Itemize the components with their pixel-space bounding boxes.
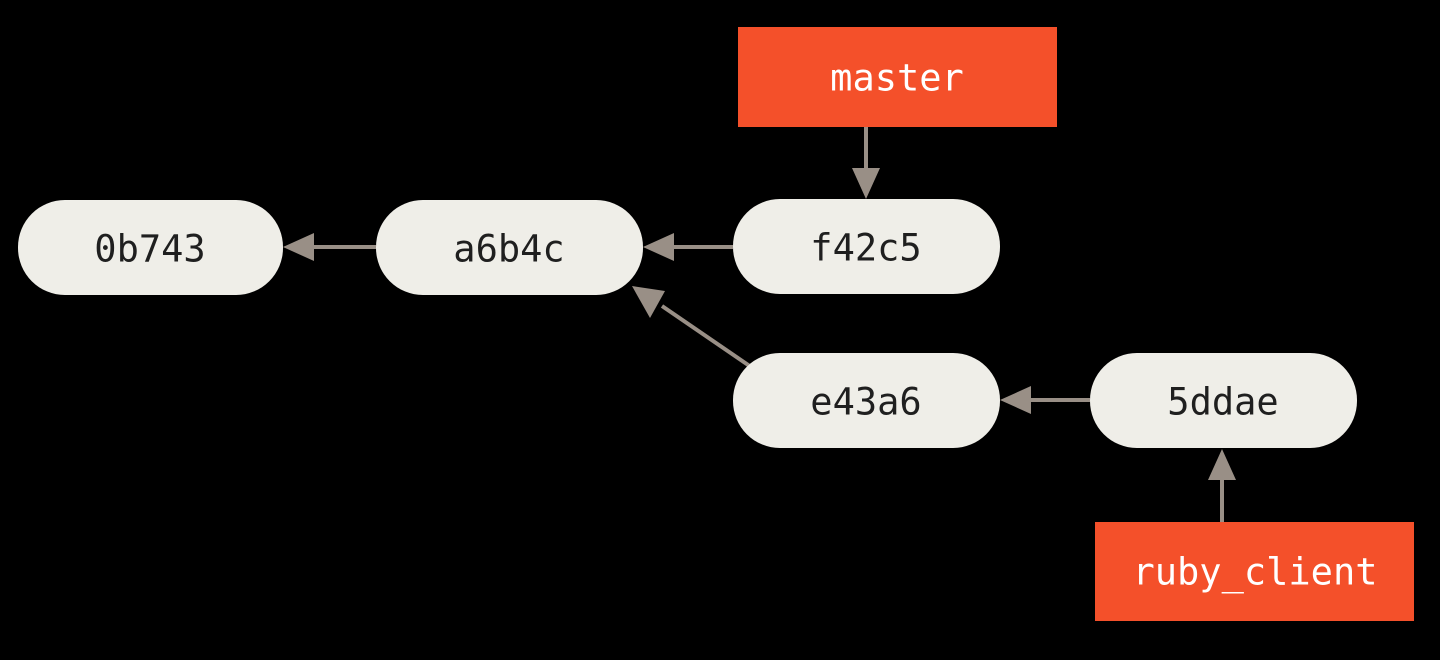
commit-node-a6b4c[interactable]: a6b4c (376, 200, 643, 295)
arrowhead-icon (632, 286, 665, 318)
branch-label-text: master (830, 57, 964, 100)
arrowhead-icon (852, 168, 880, 199)
commit-node-label: a6b4c (453, 228, 564, 271)
arrowhead-icon (643, 233, 674, 261)
branch-labels-layer: master ruby_client (738, 27, 1414, 621)
edge-e43a6-to-a6b4c (632, 286, 756, 371)
commit-node-5ddae[interactable]: 5ddae (1090, 353, 1357, 448)
edge-f42c5-to-a6b4c (643, 233, 733, 261)
branch-label-shape (738, 27, 1057, 127)
branch-label-ruby_client[interactable]: ruby_client (1095, 522, 1414, 621)
commit-node-shape (376, 200, 643, 295)
commit-node-label: f42c5 (810, 227, 921, 270)
commit-node-shape (733, 353, 1000, 448)
commit-node-e43a6[interactable]: e43a6 (733, 353, 1000, 448)
arrowhead-icon (1208, 449, 1236, 480)
branch-label-shape (1095, 522, 1414, 621)
commit-node-label: 5ddae (1167, 381, 1278, 424)
commit-nodes-layer: 0b743 a6b4c f42c5 e43a6 5ddae (18, 199, 1357, 448)
edge-master-to-f42c5 (852, 127, 880, 199)
commit-node-shape (1090, 353, 1357, 448)
edge-5ddae-to-e43a6 (1000, 386, 1090, 414)
edge-line (660, 304, 756, 371)
commit-node-0b743[interactable]: 0b743 (18, 200, 283, 295)
commit-node-f42c5[interactable]: f42c5 (733, 199, 1000, 294)
commit-node-shape (18, 200, 283, 295)
branch-label-text: ruby_client (1132, 551, 1377, 595)
edge-a6b4c-to-0b743 (283, 233, 376, 261)
commit-node-shape (733, 199, 1000, 294)
edge-ruby_client-to-5ddae (1208, 449, 1236, 522)
arrowhead-icon (1000, 386, 1031, 414)
branch-label-master[interactable]: master (738, 27, 1057, 127)
commit-node-label: 0b743 (94, 228, 205, 271)
arrowhead-icon (283, 233, 314, 261)
edges-layer (283, 127, 1236, 522)
commit-node-label: e43a6 (810, 381, 921, 424)
